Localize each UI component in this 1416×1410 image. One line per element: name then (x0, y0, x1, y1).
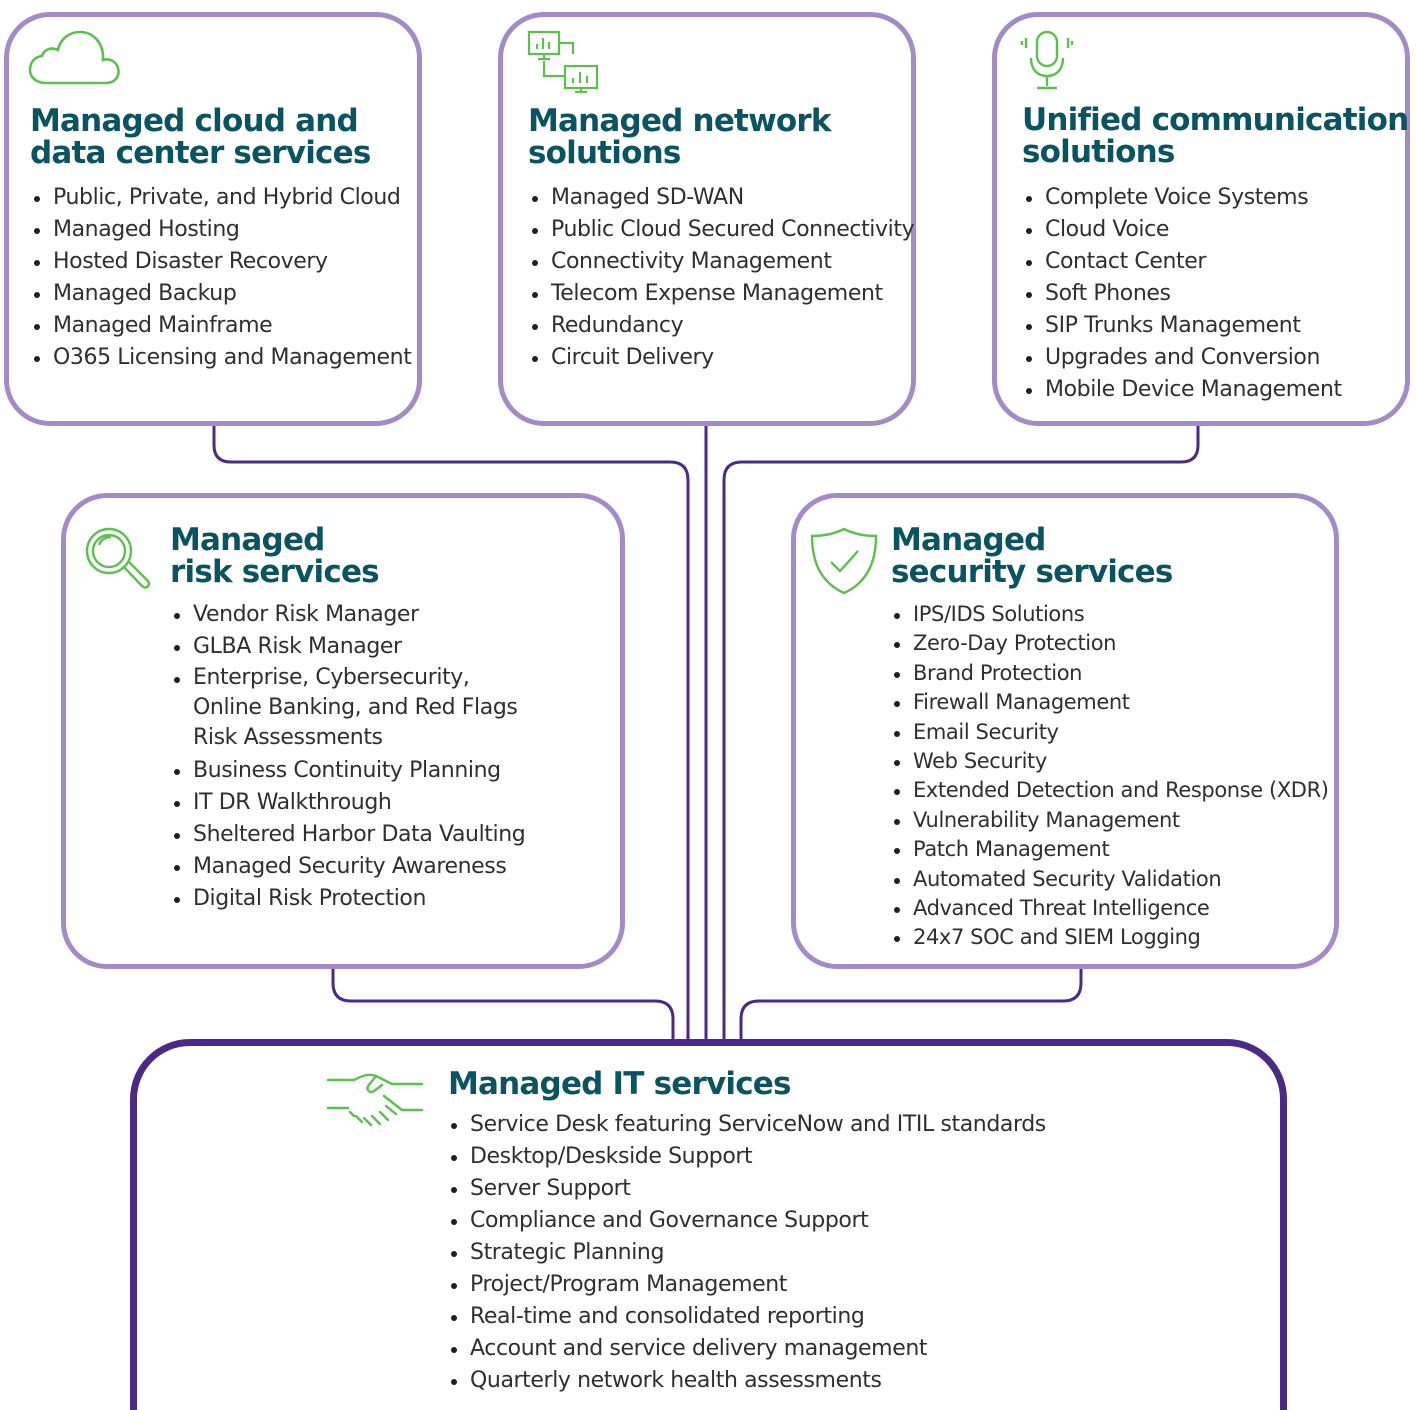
it-services-list: Service Desk featuring ServiceNow and IT… (448, 1109, 1046, 1397)
cloud-services-list: Public, Private, and Hybrid Cloud Manage… (31, 182, 412, 374)
list-item: Web Security (891, 747, 1329, 776)
list-item: Advanced Threat Intelligence (891, 894, 1329, 923)
list-item: Contact Center (1023, 246, 1342, 278)
list-item: Hosted Disaster Recovery (31, 246, 411, 278)
list-item: Connectivity Management (529, 246, 914, 278)
unified-communication-card (992, 12, 1410, 426)
list-item: IPS/IDS Solutions (891, 600, 1329, 629)
list-item: Managed Mainframe (31, 310, 411, 342)
list-item: Circuit Delivery (529, 342, 914, 374)
list-item: SIP Trunks Management (1023, 310, 1342, 342)
list-item: Managed Security Awareness (171, 851, 541, 883)
list-item: Extended Detection and Response (XDR) (891, 776, 1329, 805)
list-item: Compliance and Governance Support (448, 1205, 1046, 1237)
network-solutions-list: Managed SD-WAN Public Cloud Secured Conn… (529, 182, 915, 374)
network-monitor-icon (527, 30, 599, 94)
list-item: Business Continuity Planning (171, 755, 541, 787)
list-item: Sheltered Harbor Data Vaulting (171, 819, 541, 851)
list-item: Mobile Device Management (1023, 374, 1342, 406)
shield-check-icon (810, 527, 878, 595)
list-item: Email Security (891, 718, 1329, 747)
cloud-services-card (4, 12, 422, 426)
list-item: Brand Protection (891, 659, 1329, 688)
list-item: O365 Licensing and Management (31, 342, 412, 374)
it-services-card (130, 1039, 1287, 1410)
magnifier-icon (85, 527, 151, 589)
list-item: Server Support (448, 1173, 1046, 1205)
risk-services-list: Vendor Risk Manager GLBA Risk Manager En… (171, 599, 541, 915)
list-item: Account and service delivery management (448, 1333, 1046, 1365)
microphone-icon (1020, 30, 1074, 90)
list-item: Managed Hosting (31, 214, 411, 246)
security-services-list: IPS/IDS Solutions Zero-Day Protection Br… (891, 600, 1329, 953)
it-services-title: Managed IT services (448, 1066, 791, 1102)
security-services-card (791, 493, 1339, 969)
list-item: Cloud Voice (1023, 214, 1342, 246)
list-item: Complete Voice Systems (1023, 182, 1342, 214)
list-item: Telecom Expense Management (529, 278, 914, 310)
handshake-icon (326, 1073, 424, 1127)
list-item: Managed SD-WAN (529, 182, 914, 214)
list-item: Public, Private, and Hybrid Cloud (31, 182, 411, 214)
list-item: Quarterly network health assessments (448, 1365, 1046, 1397)
list-item: Redundancy (529, 310, 914, 342)
list-item: Service Desk featuring ServiceNow and IT… (448, 1109, 1046, 1141)
list-item: Enterprise, Cybersecurity, Online Bankin… (171, 663, 541, 755)
network-solutions-card (498, 12, 916, 426)
list-item: Soft Phones (1023, 278, 1342, 310)
list-item: IT DR Walkthrough (171, 787, 541, 819)
list-item: Vulnerability Management (891, 806, 1329, 835)
list-item: Upgrades and Conversion (1023, 342, 1342, 374)
connector-cloud (212, 420, 690, 1045)
list-item: Desktop/Deskside Support (448, 1141, 1046, 1173)
connector-security (739, 962, 1083, 1045)
unified-communication-list: Complete Voice Systems Cloud Voice Conta… (1023, 182, 1342, 406)
list-item: GLBA Risk Manager (171, 631, 541, 663)
connector-risk (331, 962, 675, 1045)
list-item: Firewall Management (891, 688, 1329, 717)
risk-services-card (61, 493, 625, 969)
list-item: Strategic Planning (448, 1237, 1046, 1269)
list-item: Patch Management (891, 835, 1329, 864)
connector-unified (722, 420, 1200, 1045)
list-item: Digital Risk Protection (171, 883, 541, 915)
list-item: Project/Program Management (448, 1269, 1046, 1301)
list-item: Zero-Day Protection (891, 629, 1329, 658)
list-item: Automated Security Validation (891, 865, 1329, 894)
list-item: Managed Backup (31, 278, 411, 310)
list-item: Vendor Risk Manager (171, 599, 541, 631)
list-item: 24x7 SOC and SIEM Logging (891, 923, 1329, 952)
list-item: Public Cloud Secured Connectivity (529, 214, 915, 246)
list-item: Real-time and consolidated reporting (448, 1301, 1046, 1333)
cloud-icon (28, 30, 120, 85)
